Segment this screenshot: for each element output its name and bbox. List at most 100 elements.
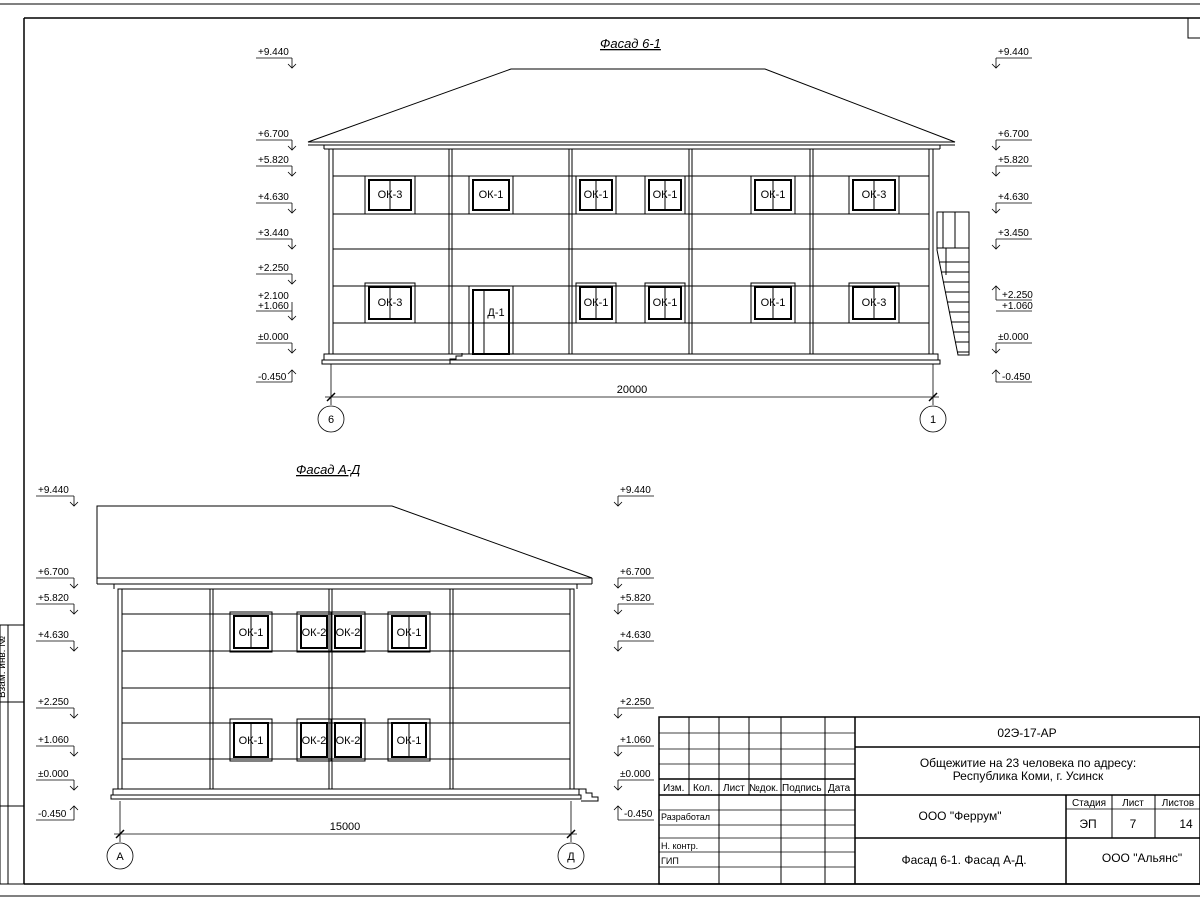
window-label: ОК-2	[336, 735, 361, 747]
stamp-client: ООО "Альянс"	[1102, 851, 1182, 865]
axis-label: 6	[328, 414, 334, 426]
level-label: +2.250	[1002, 290, 1033, 301]
level-label: +6.700	[620, 567, 651, 578]
level-label: ±0.000	[998, 332, 1029, 343]
facade-a-d-roof	[96, 505, 593, 589]
window	[387, 611, 431, 653]
window	[330, 611, 366, 653]
title-block	[658, 716, 1200, 885]
facade-6-1-roof	[307, 68, 956, 150]
window-label: ОК-1	[584, 189, 609, 201]
window-label: ОК-3	[378, 297, 403, 309]
facade-6-1: Фасад 6-1	[256, 36, 1033, 433]
facade-a-d: Фасад А-Д	[36, 462, 654, 870]
level-label: +1.060	[258, 301, 289, 312]
level-label: +9.440	[258, 47, 289, 58]
level-label: -0.450	[1002, 372, 1031, 383]
door	[468, 285, 514, 355]
window-label: ОК-1	[397, 735, 422, 747]
level-label: +4.630	[38, 630, 69, 641]
level-label: ±0.000	[38, 769, 69, 780]
window	[750, 175, 796, 215]
level-label: ±0.000	[620, 769, 651, 780]
level-label: -0.450	[38, 809, 67, 820]
level-label: +1.060	[38, 735, 69, 746]
level-marks-right	[613, 495, 654, 821]
side-stamp	[0, 624, 25, 885]
window-label: ОК-1	[397, 627, 422, 639]
level-label: +4.630	[998, 192, 1029, 203]
stamp-drawing-title: Фасад 6-1. Фасад А-Д.	[901, 853, 1026, 867]
axis-label: 1	[930, 414, 936, 426]
window-label: ОК-2	[302, 735, 327, 747]
stamp-sheet: 7	[1130, 817, 1137, 831]
window	[330, 718, 366, 762]
stamp-norm-control-label: Н. контр.	[661, 841, 698, 851]
level-label: +2.250	[620, 697, 651, 708]
stamp-col-header: Дата	[828, 783, 851, 794]
dimension-label: 20000	[617, 384, 648, 396]
level-label: -0.450	[624, 809, 653, 820]
stamp-col-header: Изм.	[663, 783, 684, 794]
window	[575, 282, 617, 324]
window-label: ОК-1	[584, 297, 609, 309]
level-label: +5.820	[620, 593, 651, 604]
level-label: +5.820	[998, 155, 1029, 166]
window-label: ОК-2	[336, 627, 361, 639]
stamp-col-header: Подпись	[782, 783, 822, 794]
level-label: +6.700	[38, 567, 69, 578]
stamp-stage-label: Стадия	[1072, 798, 1106, 809]
level-label: +4.630	[258, 192, 289, 203]
level-label: +9.440	[998, 47, 1029, 58]
window	[644, 175, 686, 215]
stamp-object-line2: Республика Коми, г. Усинск	[953, 769, 1104, 783]
level-label: ±0.000	[258, 332, 289, 343]
level-label: +3.450	[998, 228, 1029, 239]
stamp-col-header: №док.	[749, 783, 778, 794]
level-label: +5.820	[258, 155, 289, 166]
stamp-company: ООО "Феррум"	[919, 809, 1002, 823]
level-label: +1.060	[1002, 301, 1033, 312]
side-stamp-label: Взам. инв. №	[0, 636, 8, 698]
window	[644, 282, 686, 324]
window	[229, 611, 273, 653]
level-label: +1.060	[620, 735, 651, 746]
window	[750, 282, 796, 324]
level-label: +2.250	[258, 263, 289, 274]
window-label: ОК-1	[479, 189, 504, 201]
facade-a-d-title: Фасад А-Д	[296, 462, 360, 477]
level-label: +5.820	[38, 593, 69, 604]
level-label: +2.100	[258, 291, 289, 302]
stamp-stage: ЭП	[1079, 817, 1096, 831]
window-label: ОК-2	[302, 627, 327, 639]
stamp-chief-label: ГИП	[661, 856, 679, 866]
stamp-col-header: Лист	[723, 783, 745, 794]
window-label: ОК-3	[862, 189, 887, 201]
level-label: +2.250	[38, 697, 69, 708]
window-label: ОК-1	[761, 189, 786, 201]
axis-label: А	[116, 851, 124, 863]
window	[229, 718, 273, 762]
axis-label: Д	[567, 851, 575, 863]
window	[848, 282, 900, 324]
window-label: ОК-3	[862, 297, 887, 309]
window-label: ОК-1	[653, 189, 678, 201]
window-label: ОК-1	[239, 627, 264, 639]
level-label: +9.440	[38, 485, 69, 496]
window	[364, 175, 416, 215]
window-label: ОК-1	[653, 297, 678, 309]
level-label: +4.630	[620, 630, 651, 641]
level-label: +9.440	[620, 485, 651, 496]
dimension-label: 15000	[330, 821, 361, 833]
window	[364, 282, 416, 324]
level-label: +3.440	[258, 228, 289, 239]
window-label: ОК-1	[761, 297, 786, 309]
door-label: Д-1	[487, 307, 504, 319]
facade-a-d-walls	[110, 588, 599, 802]
window	[387, 718, 431, 762]
stamp-sheet-label: Лист	[1122, 798, 1144, 809]
level-label: +6.700	[258, 129, 289, 140]
window	[848, 175, 900, 215]
window-label: ОК-1	[239, 735, 264, 747]
